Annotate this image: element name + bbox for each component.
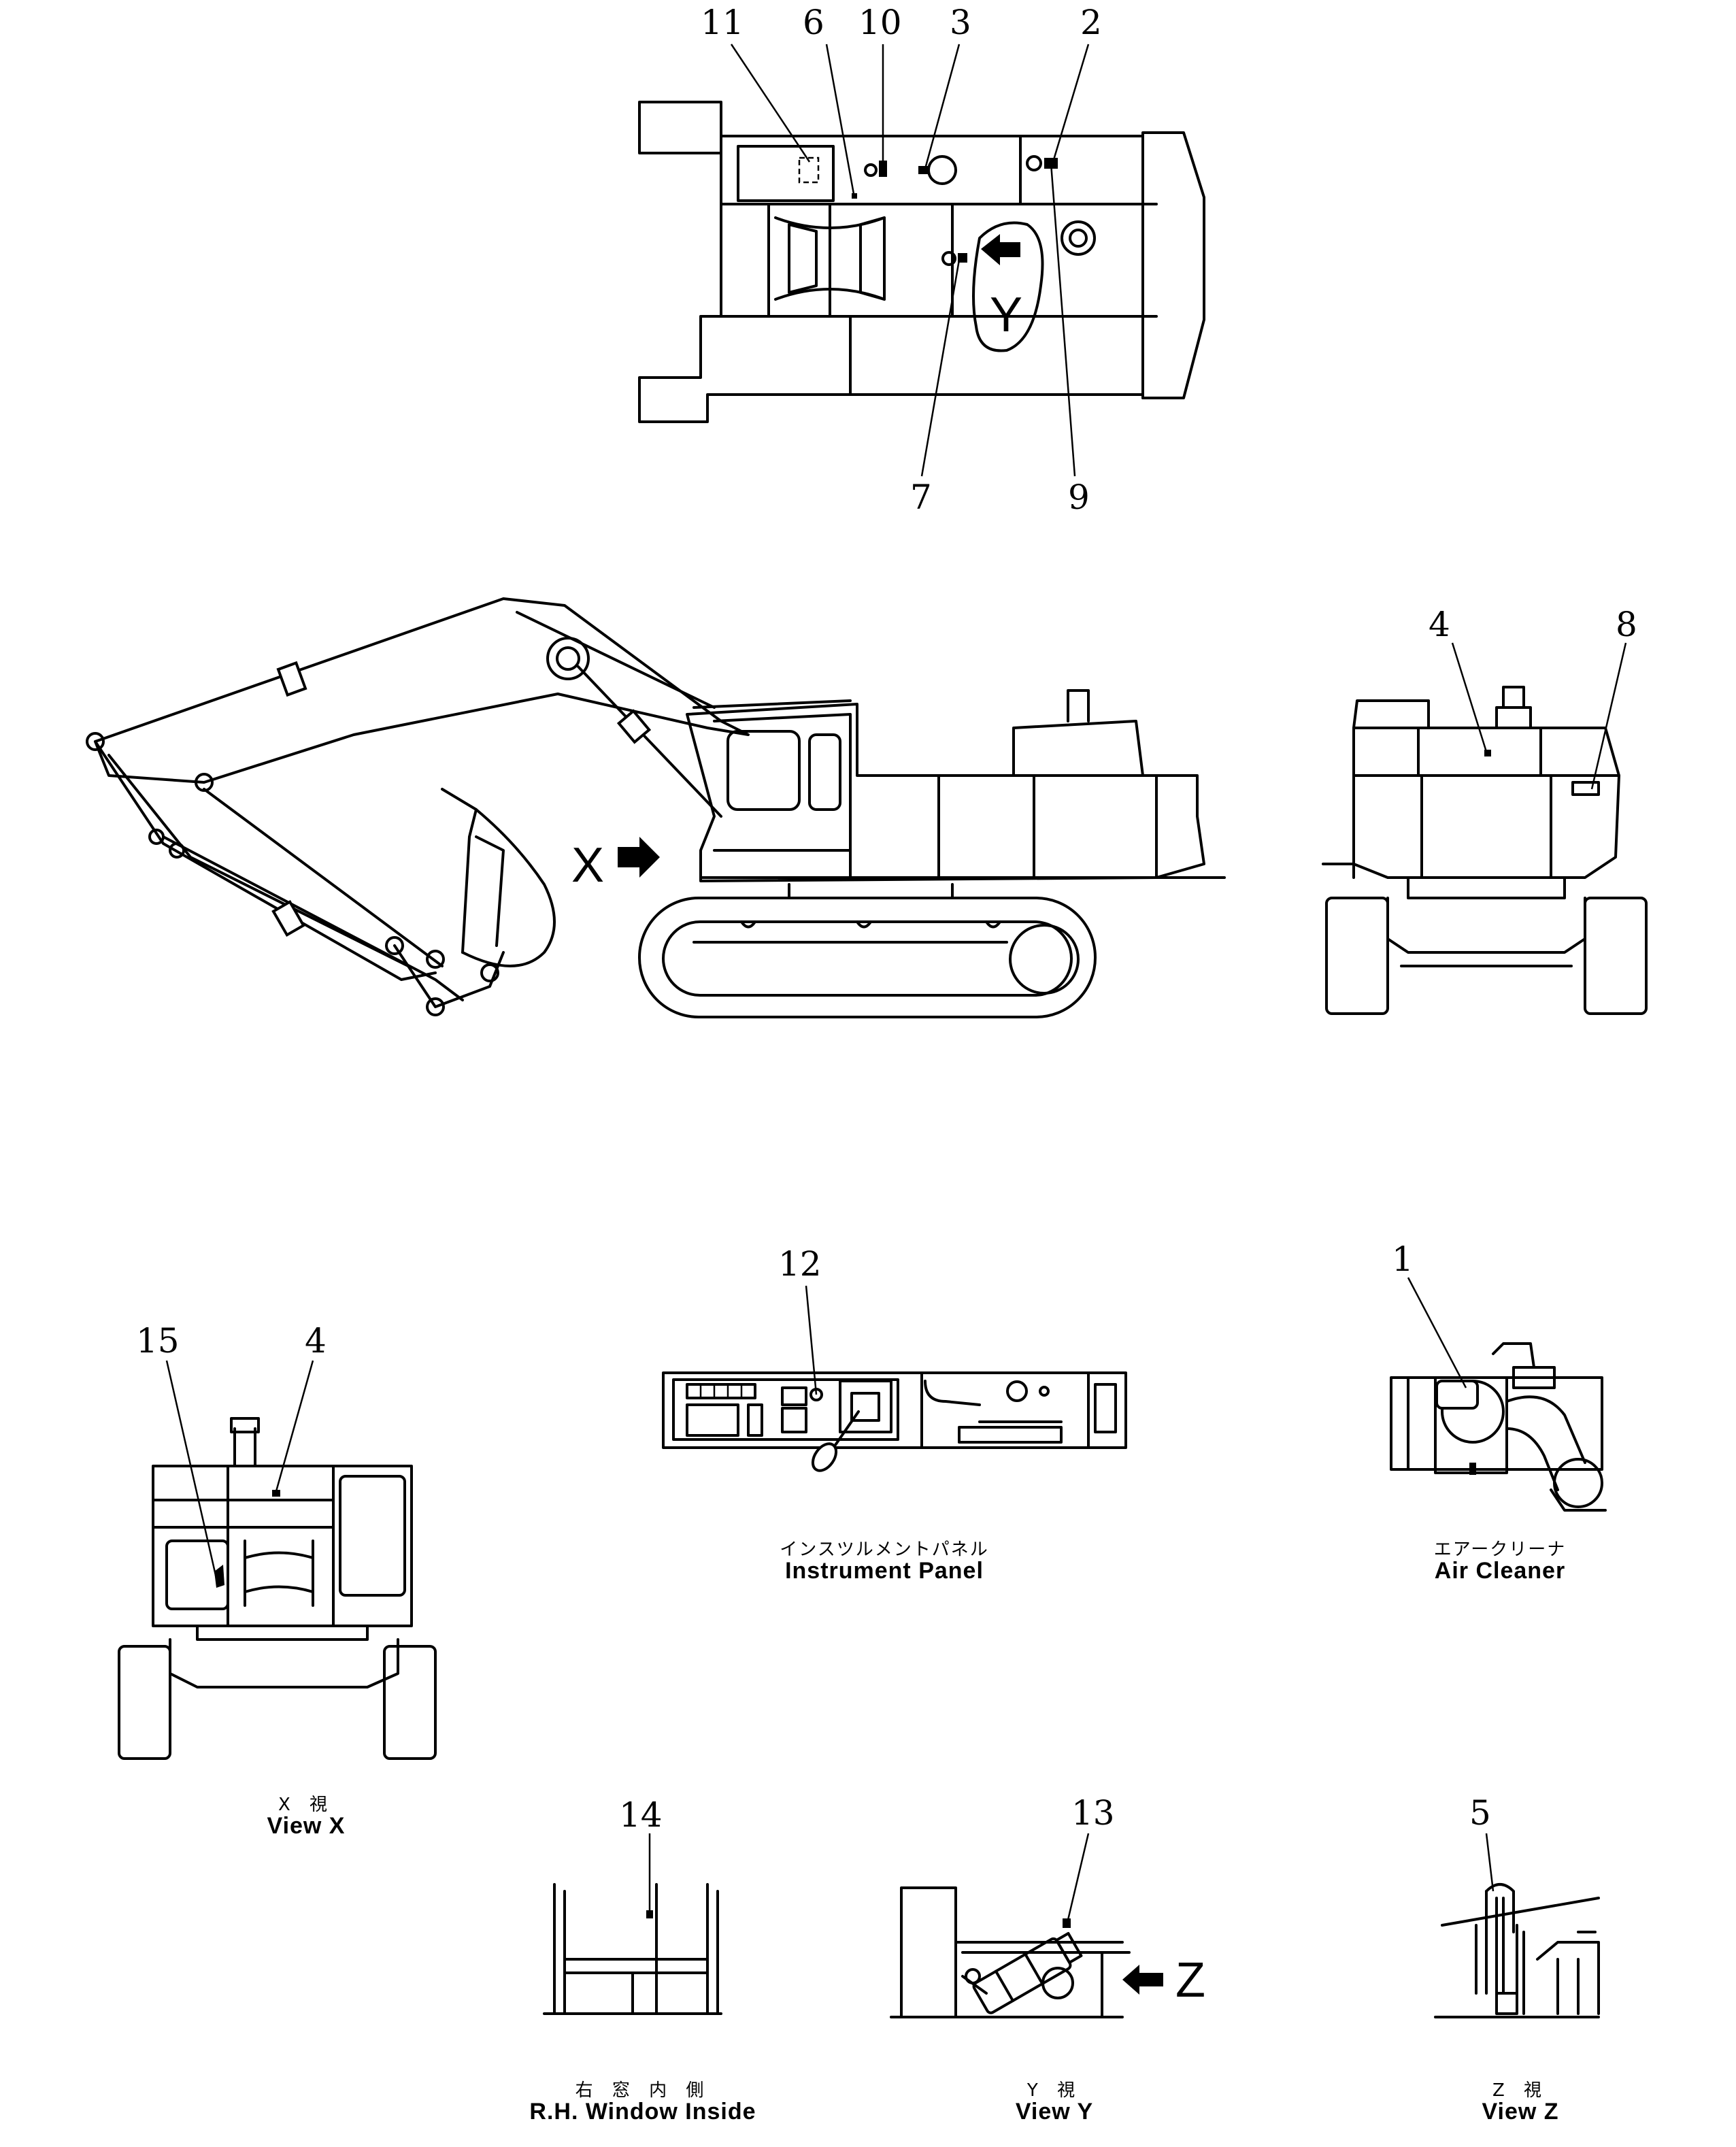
callout-4-front: 4: [305, 1321, 327, 1361]
callout-11: 11: [701, 3, 744, 42]
view-x-drawing: [118, 1417, 437, 1760]
callout-3: 3: [950, 3, 971, 42]
caption-view-z: Z 視 View Z: [1418, 2080, 1622, 2125]
callout-2: 2: [1080, 3, 1102, 42]
view-y-drawing: Z: [890, 1886, 1205, 2018]
caption-view-x: X 視 View X: [204, 1795, 408, 1840]
callout-8: 8: [1616, 605, 1637, 644]
leader-1: [1407, 1277, 1467, 1388]
caption-view-y-en: View Y: [1015, 2099, 1094, 2125]
leader-8: [1590, 642, 1627, 790]
callout-13: 13: [1071, 1793, 1115, 1833]
caption-view-z-en: View Z: [1482, 2099, 1559, 2125]
view-x-marker-label: X: [571, 838, 604, 893]
caption-view-x-jp: X 視: [278, 1795, 335, 1815]
callout-10: 10: [858, 3, 902, 42]
caption-view-x-en: View X: [267, 1813, 346, 1840]
view-z-marker-label: Z: [1175, 1953, 1205, 2008]
callout-6: 6: [803, 3, 824, 42]
callout-5: 5: [1469, 1793, 1491, 1833]
leader-4-rear: [1451, 642, 1488, 752]
view-y-marker-label: Y: [990, 288, 1022, 342]
caption-air-cleaner-jp: エアークリーナ: [1433, 1539, 1567, 1560]
view-z-drawing: [1434, 1883, 1600, 2018]
top-view-leaders: [730, 44, 1090, 477]
caption-instrument-panel-en: Instrument Panel: [785, 1558, 984, 1584]
caption-view-z-jp: Z 視: [1492, 2080, 1549, 2101]
caption-rh-window-en: R.H. Window Inside: [529, 2099, 756, 2125]
caption-view-y-jp: Y 視: [1026, 2080, 1082, 2101]
caption-air-cleaner: エアークリーナ Air Cleaner: [1398, 1539, 1602, 1584]
caption-instrument-panel: インスツルメントパネル Instrument Panel: [748, 1539, 1020, 1584]
air-cleaner-drawing: [1390, 1342, 1607, 1512]
caption-view-y: Y 視 View Y: [952, 2080, 1156, 2125]
caption-air-cleaner-en: Air Cleaner: [1434, 1558, 1566, 1584]
leader-5: [1485, 1833, 1495, 1892]
callout-1: 1: [1392, 1239, 1414, 1279]
leader-12: [805, 1285, 818, 1395]
top-view-drawing: Y: [638, 101, 1205, 423]
caption-rh-window-jp: 右 窓 内 側: [575, 2080, 711, 2101]
instrument-panel-drawing: [662, 1371, 1127, 1472]
leader-4-front: [275, 1360, 314, 1492]
caption-rh-window: 右 窓 内 側 R.H. Window Inside: [517, 2080, 769, 2125]
callout-15: 15: [136, 1321, 180, 1361]
rear-view-drawing: [1322, 686, 1648, 1015]
callout-14: 14: [619, 1795, 663, 1835]
rh-window-drawing: [543, 1883, 722, 2015]
callout-4-rear: 4: [1429, 605, 1450, 644]
side-view-drawing: X: [86, 597, 1226, 1018]
callout-12: 12: [778, 1244, 822, 1284]
caption-instrument-panel-jp: インスツルメントパネル: [780, 1539, 989, 1560]
callout-7: 7: [910, 478, 932, 517]
callout-9: 9: [1068, 478, 1090, 517]
leader-13: [1067, 1833, 1090, 1920]
leader-15: [165, 1360, 218, 1579]
